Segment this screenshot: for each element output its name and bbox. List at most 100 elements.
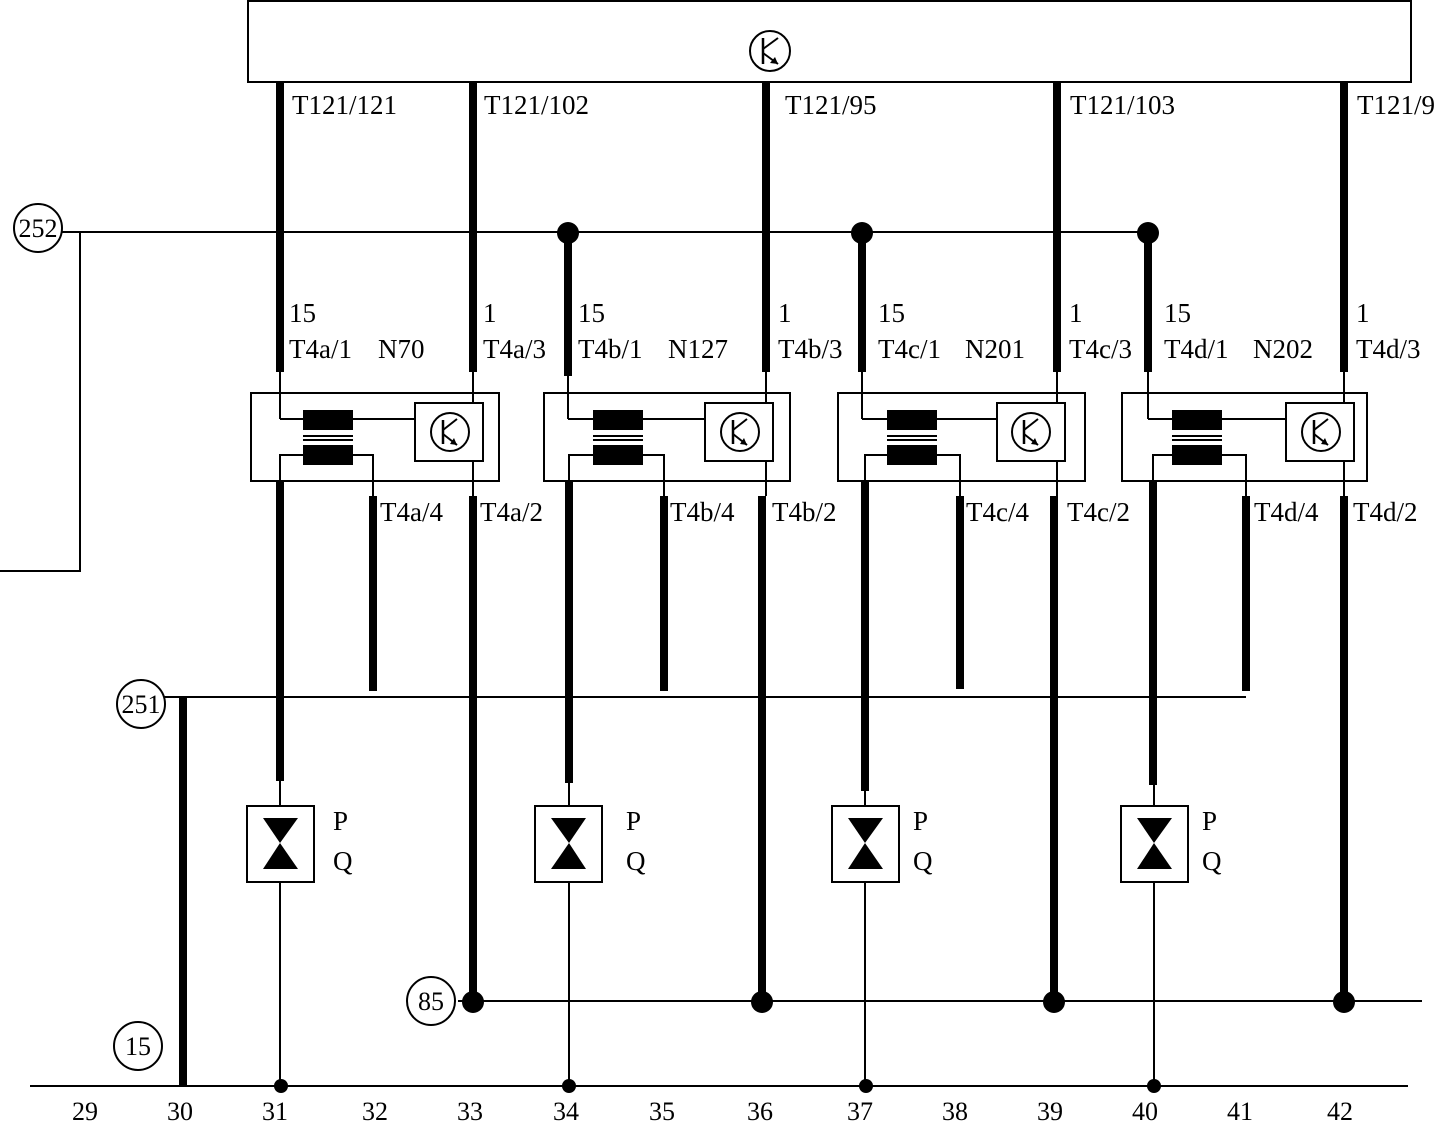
ecu-pin-2: T121/102: [484, 90, 589, 120]
pin-b-label: T4a/3: [483, 334, 546, 364]
spark-plug-2: P Q: [534, 783, 646, 1086]
node-85-label: 85: [418, 987, 444, 1016]
pin-a-label: T4b/1: [578, 334, 643, 364]
pin-a-label: T4a/1: [289, 334, 352, 364]
injector-n127: 15 1 T4b/1 N127 T4b/3 T4b/4 T4b/2: [543, 298, 843, 527]
pin-1-label: 1: [1356, 298, 1370, 328]
ecu-pin-4: T121/103: [1070, 90, 1175, 120]
driver-box: [996, 402, 1066, 462]
pin-d-label: T4c/2: [1067, 497, 1130, 527]
transistor-icon: [720, 412, 760, 452]
valve-triangle-bottom: [848, 843, 883, 869]
spark-plug-1: P Q: [246, 781, 353, 1086]
driver-box: [414, 402, 484, 462]
column-number: 37: [847, 1097, 873, 1123]
coil-lower: [887, 445, 937, 465]
injector-n202: 15 1 T4d/1 N202 T4d/3 T4d/4 T4d/2: [1121, 298, 1421, 527]
column-number: 32: [362, 1097, 388, 1123]
coil-lower: [303, 445, 353, 465]
internal-wire: [864, 454, 887, 481]
valve-triangle-top: [551, 818, 586, 843]
node-85-circle: [406, 976, 456, 1026]
driver-box: [1285, 402, 1355, 462]
valve-triangle-bottom: [1137, 843, 1172, 869]
driver-box: [704, 402, 774, 462]
coil-lower: [1172, 445, 1222, 465]
node-251-circle: [116, 679, 166, 729]
internal-wire: [937, 454, 961, 496]
q-label: Q: [1202, 846, 1222, 876]
p-label: P: [333, 806, 348, 836]
spark-plug-3: P Q: [831, 791, 933, 1086]
coil-upper: [593, 410, 643, 430]
ecu-box: [247, 0, 1412, 83]
column-number: 40: [1132, 1097, 1158, 1123]
column-number: 35: [649, 1097, 675, 1123]
q-label: Q: [333, 846, 353, 876]
bus-252-return: [0, 232, 81, 572]
valve-triangle-bottom: [551, 843, 586, 869]
coil-upper: [1172, 410, 1222, 430]
ecu-pin-1: T121/121: [292, 90, 397, 120]
column-number: 38: [942, 1097, 968, 1123]
p-label: P: [913, 806, 928, 836]
column-number: 30: [167, 1097, 193, 1123]
pin-15-label: 15: [1164, 298, 1191, 328]
ecu-pin-5: T121/9: [1357, 90, 1435, 120]
injector-name: N202: [1253, 334, 1313, 364]
ecu-pin-3: T121/95: [785, 90, 877, 120]
pin-d-label: T4d/2: [1353, 497, 1418, 527]
pin-a-label: T4c/1: [878, 334, 941, 364]
column-number: 39: [1037, 1097, 1063, 1123]
pin-c-label: T4c/4: [966, 497, 1029, 527]
pin-a-label: T4d/1: [1164, 334, 1229, 364]
transistor-icon: [430, 412, 470, 452]
junction-dot: [1147, 1079, 1161, 1093]
pin-b-label: T4b/3: [778, 334, 843, 364]
pin-15-label: 15: [878, 298, 905, 328]
column-number: 42: [1327, 1097, 1353, 1123]
pin-15-label: 15: [578, 298, 605, 328]
internal-wire: [1222, 454, 1247, 496]
column-number: 34: [553, 1097, 579, 1123]
junction-dot: [274, 1079, 288, 1093]
node-15-circle: [113, 1021, 163, 1071]
node-15-label: 15: [125, 1032, 151, 1061]
spark-plug-4: P Q: [1120, 785, 1222, 1086]
junction-dot: [462, 991, 484, 1013]
coil-upper: [887, 410, 937, 430]
junction-dot: [1043, 991, 1065, 1013]
pin-d-label: T4b/2: [772, 497, 837, 527]
valve-triangle-top: [848, 818, 883, 843]
q-label: Q: [626, 846, 646, 876]
injector-n201: 15 1 T4c/1 N201 T4c/3 T4c/4 T4c/2: [837, 298, 1132, 527]
node-252-circle: [13, 203, 63, 253]
node-252-label: 252: [19, 214, 58, 243]
column-number: 31: [262, 1097, 288, 1123]
coil-upper: [303, 410, 353, 430]
internal-wire: [1152, 454, 1172, 481]
p-label: P: [1202, 806, 1217, 836]
injector-n70: 15 1 T4a/1 N70 T4a/3 T4a/4 T4a/2: [250, 298, 546, 527]
column-number: 29: [72, 1097, 98, 1123]
injector-name: N70: [378, 334, 425, 364]
junction-dot: [562, 1079, 576, 1093]
pin-b-label: T4d/3: [1356, 334, 1421, 364]
valve-triangle-top: [263, 818, 298, 843]
junction-dot: [751, 991, 773, 1013]
ecu-transistor-icon: [749, 30, 791, 72]
column-number: 36: [747, 1097, 773, 1123]
internal-wire: [279, 454, 303, 481]
q-label: Q: [913, 846, 933, 876]
node-251-label: 251: [122, 690, 161, 719]
pin-d-label: T4a/2: [480, 497, 543, 527]
transistor-icon: [1011, 412, 1051, 452]
column-number: 33: [457, 1097, 483, 1123]
internal-wire: [353, 454, 374, 496]
pin-1-label: 1: [483, 298, 497, 328]
coil-lower: [593, 445, 643, 465]
internal-wire: [643, 454, 665, 496]
pin-c-label: T4b/4: [670, 497, 735, 527]
pin-1-label: 1: [778, 298, 792, 328]
